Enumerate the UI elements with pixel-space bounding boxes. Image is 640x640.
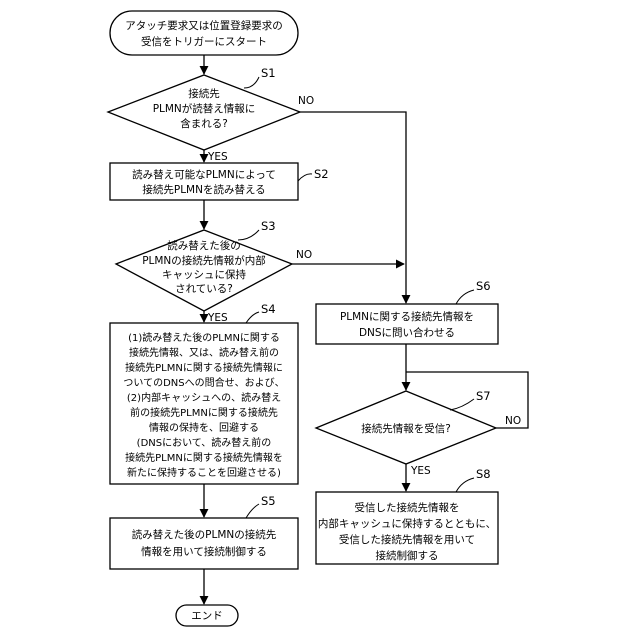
s6-text-2: DNSに問い合わせる — [359, 326, 455, 339]
s1-yes-label: YES — [207, 151, 228, 163]
s3-text-3: キャッシュに保持 — [162, 268, 246, 281]
s5-text-2: 情報を用いて接続制御する — [141, 545, 267, 558]
s3-text-1: 読み替えた後の — [167, 239, 241, 252]
s6-text-1: PLMNに関する接続先情報を — [340, 310, 474, 323]
step-s3-decision: 読み替えた後の PLMNの接続先情報が内部 キャッシュに保持 されている? S3… — [116, 219, 312, 324]
s2-text-2: 接続先PLMNを読み替える — [142, 183, 265, 196]
s4-text-9: 接続先PLMNに関する接続先情報を — [125, 451, 283, 464]
s4-text-6: 前の接続先PLMNに関する接続先 — [130, 406, 278, 419]
s7-text-1: 接続先情報を受信? — [361, 422, 451, 435]
s8-text-2: 内部キャッシュに保持するとともに、 — [318, 517, 496, 530]
s8-text-1: 受信した接続先情報を — [355, 501, 460, 514]
s2-label: S2 — [314, 167, 329, 181]
s8-label: S8 — [476, 467, 491, 481]
s1-text-3: 含まれる? — [180, 117, 228, 130]
s8-text-4: 接続制御する — [376, 549, 439, 562]
s5-leader — [246, 504, 259, 518]
s4-text-1: (1)読み替えた後のPLMNに関する — [128, 331, 280, 344]
s7-leader — [450, 399, 474, 410]
s3-text-4: されている? — [175, 283, 233, 295]
s8-leader — [456, 478, 474, 492]
s3-leader — [238, 230, 259, 240]
s7-yes-label: YES — [410, 465, 431, 477]
s3-text-2: PLMNの接続先情報が内部 — [142, 254, 266, 267]
step-s8-process: 受信した接続先情報を 内部キャッシュに保持するとともに、 受信した接続先情報を用… — [316, 467, 498, 564]
start-node: アタッチ要求又は位置登録要求の 受信をトリガーにスタート — [110, 11, 298, 55]
s2-leader — [298, 174, 312, 181]
step-s6-process: PLMNに関する接続先情報を DNSに問い合わせる S6 — [316, 279, 498, 344]
s4-text-4: ついてのDNSへの問合せ、および、 — [123, 376, 284, 389]
start-text-2: 受信をトリガーにスタート — [141, 36, 267, 48]
s1-label: S1 — [261, 66, 276, 80]
s4-text-2: 接続先情報、又は、読み替え前の — [129, 346, 279, 359]
s3-yes-label: YES — [207, 312, 228, 324]
s3-no-label: NO — [296, 249, 312, 261]
s1-text-1: 接続先 — [188, 87, 220, 100]
s2-text-1: 読み替え可能なPLMNによって — [132, 168, 276, 181]
s6-label: S6 — [476, 279, 491, 293]
s7-label: S7 — [476, 389, 491, 403]
s5-label: S5 — [261, 494, 276, 508]
step-s1-decision: 接続先 PLMNが読替え情報に 含まれる? S1 NO YES — [108, 66, 314, 163]
step-s7-decision: 接続先情報を受信? S7 NO YES — [316, 389, 521, 477]
s4-text-5: (2)内部キャッシュへの、読み替え — [127, 391, 281, 404]
s4-leader — [246, 312, 259, 323]
s1-text-2: PLMNが読替え情報に — [153, 102, 256, 115]
s4-text-10: 新たに保持することを回避させる) — [127, 466, 281, 479]
s4-text-8: (DNSにおいて、読み替え前の — [137, 436, 272, 449]
s8-text-3: 受信した接続先情報を用いて — [339, 533, 475, 546]
end-text: エンド — [191, 610, 223, 622]
s1-leader — [244, 77, 259, 88]
step-s2-process: 読み替え可能なPLMNによって 接続先PLMNを読み替える S2 — [110, 163, 329, 200]
start-text-1: アタッチ要求又は位置登録要求の — [125, 19, 283, 32]
s7-no-label: NO — [505, 415, 521, 427]
s4-label: S4 — [261, 302, 276, 316]
s5-text-1: 読み替えた後のPLMNの接続先 — [132, 528, 277, 541]
s1-no-label: NO — [298, 95, 314, 107]
s4-text-7: 情報の保持を、回避する — [149, 421, 259, 434]
s4-text-3: 接続先PLMNに関する接続先情報に — [125, 361, 283, 374]
arrow-s1-no-s6 — [300, 112, 406, 303]
step-s4-process: (1)読み替えた後のPLMNに関する 接続先情報、又は、読み替え前の 接続先PL… — [110, 302, 298, 484]
s3-label: S3 — [261, 219, 276, 233]
end-node: エンド — [176, 605, 238, 626]
s6-leader — [456, 290, 474, 304]
